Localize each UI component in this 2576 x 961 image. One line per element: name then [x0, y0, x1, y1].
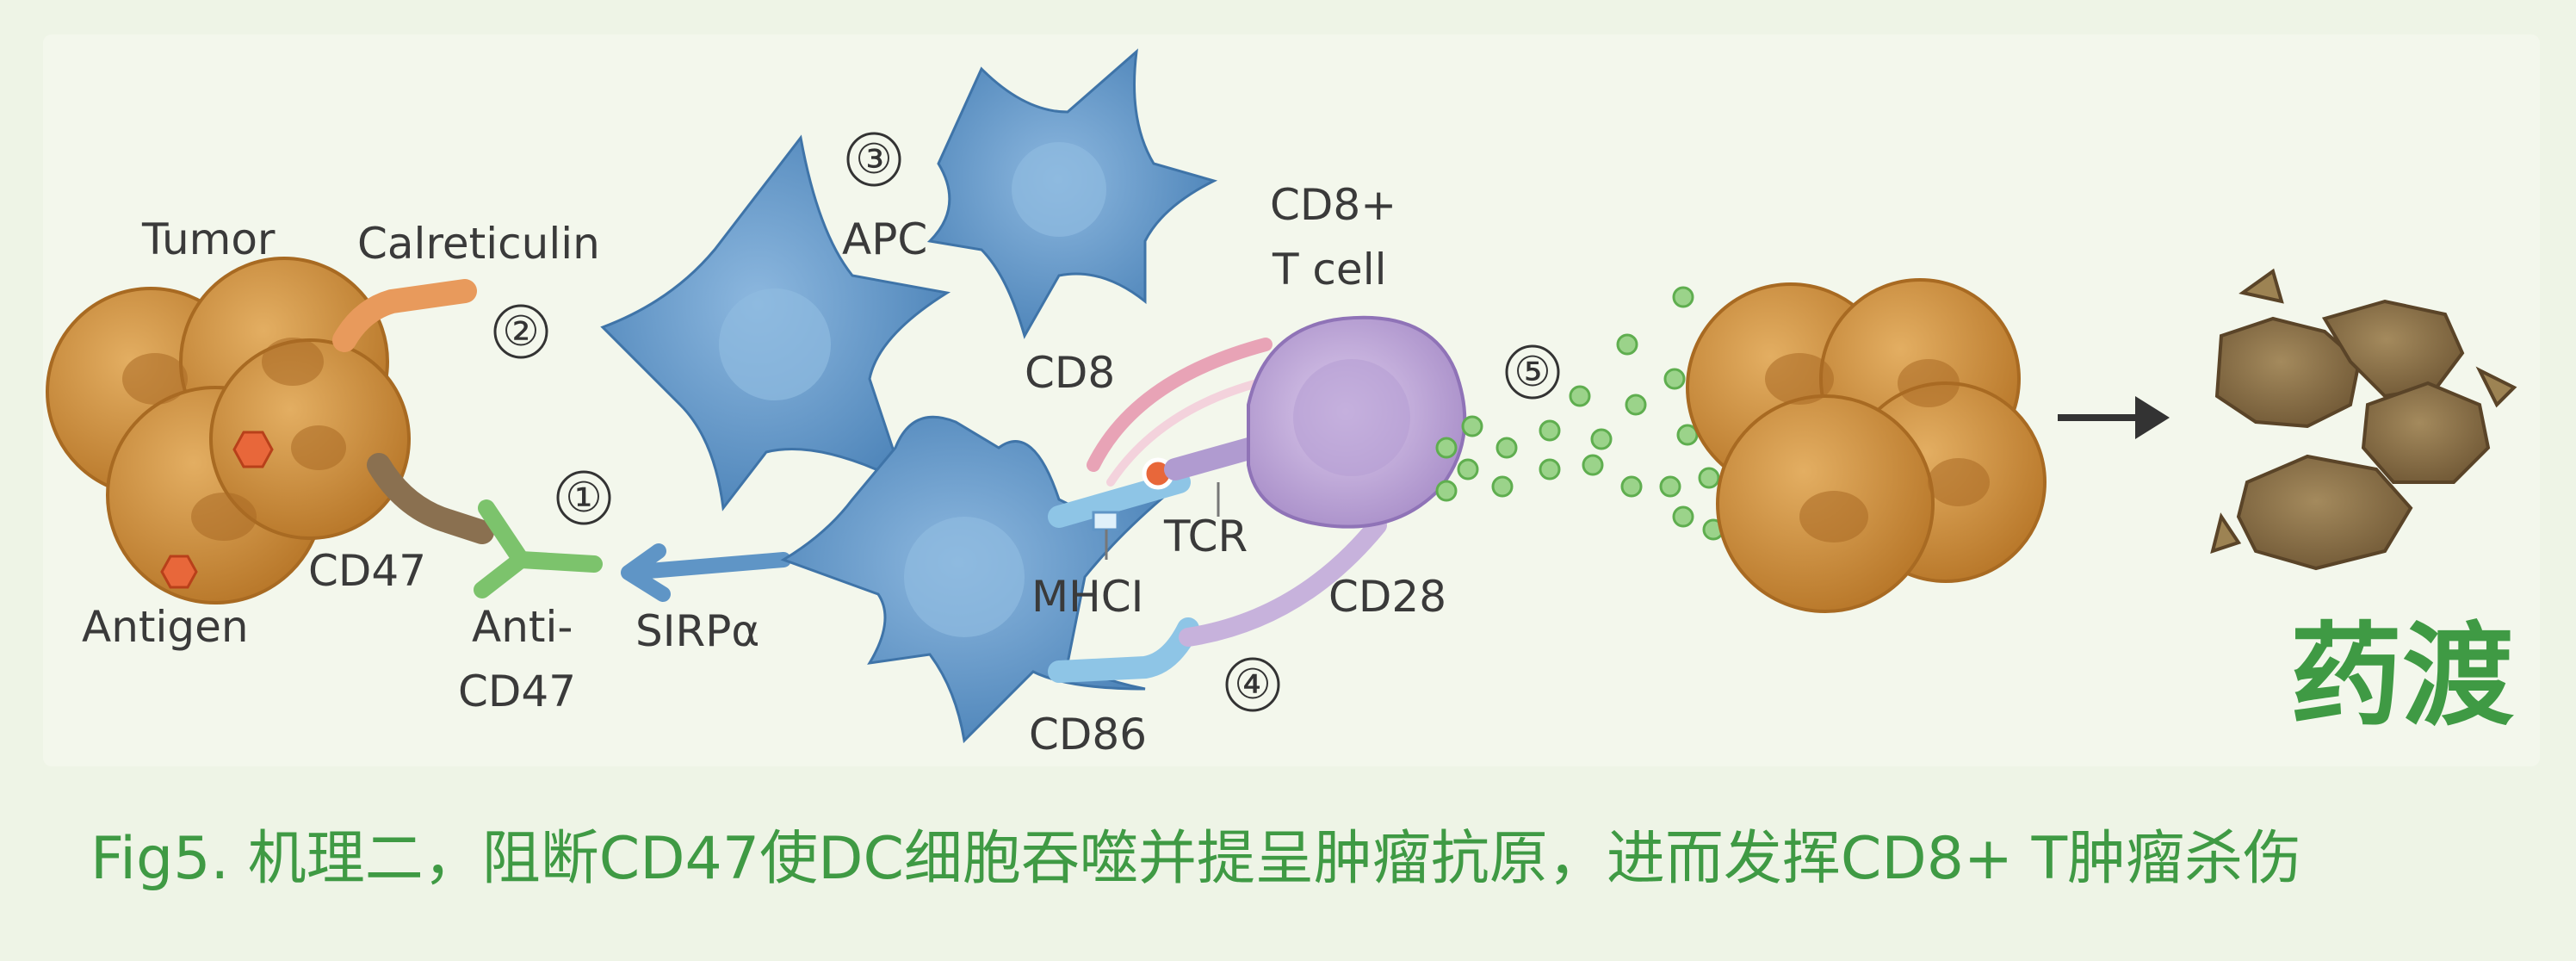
t-cell-nucleus [1293, 359, 1410, 476]
target-tumor-cluster [1686, 278, 2047, 613]
dendritic-cell-nucleus [719, 288, 831, 400]
dead-tumor-cells [2210, 268, 2517, 571]
tumor-cell-cluster [46, 257, 411, 604]
label-sirpa: SIRPα [635, 606, 759, 656]
label-mhci: MHCI [1031, 572, 1143, 622]
antigen-hexagon-2 [160, 555, 198, 589]
label-anti-cd47-line1: Anti- [472, 602, 573, 652]
cd8-coreceptor-inner [1106, 375, 1279, 487]
step-5: ⑤ [1514, 348, 1551, 396]
label-anti-cd47-line2: CD47 [458, 666, 576, 716]
label-cd8-t-cell-line1: CD8+ [1270, 180, 1396, 230]
label-cd8: CD8 [1025, 348, 1115, 398]
cd8-coreceptor [1087, 338, 1273, 472]
cytotoxic-granules [1435, 286, 1725, 541]
cd28-receptor [1179, 516, 1387, 647]
step-2: ② [502, 307, 539, 356]
arrow-icon [2058, 396, 2170, 439]
step-4: ④ [1234, 660, 1271, 709]
label-cd47: CD47 [308, 546, 426, 596]
sirpa-receptor [621, 543, 791, 602]
cd47-protein [367, 453, 494, 544]
dendritic-cell-nucleus [1012, 142, 1106, 237]
dendritic-cell-nucleus [904, 517, 1025, 637]
label-cd28: CD28 [1328, 572, 1446, 622]
anti-cd47-antibody [474, 499, 603, 598]
step-1: ① [565, 474, 602, 522]
calreticulin-protein [332, 279, 477, 352]
figure-caption: Fig5. 机理二，阻断CD47使DC细胞吞噬并提呈肿瘤抗原，进而发挥CD8+ … [90, 825, 2301, 893]
label-tumor: Tumor [141, 214, 276, 264]
label-antigen: Antigen [82, 602, 249, 652]
antigen-hexagon-1 [232, 431, 274, 468]
callout-lines [1105, 482, 1220, 560]
step-3: ③ [855, 135, 892, 183]
label-apc: APC [842, 214, 927, 264]
step-markers: ① ② ③ ④ ⑤ [493, 132, 1560, 712]
label-tcr: TCR [1163, 512, 1248, 561]
watermark-yaodu: 药渡 [2290, 611, 2514, 741]
mhci-domain [1092, 511, 1119, 531]
label-cd86: CD86 [1029, 710, 1147, 760]
label-cd8-t-cell-line2: T cell [1272, 245, 1386, 294]
label-calreticulin: Calreticulin [357, 219, 600, 269]
